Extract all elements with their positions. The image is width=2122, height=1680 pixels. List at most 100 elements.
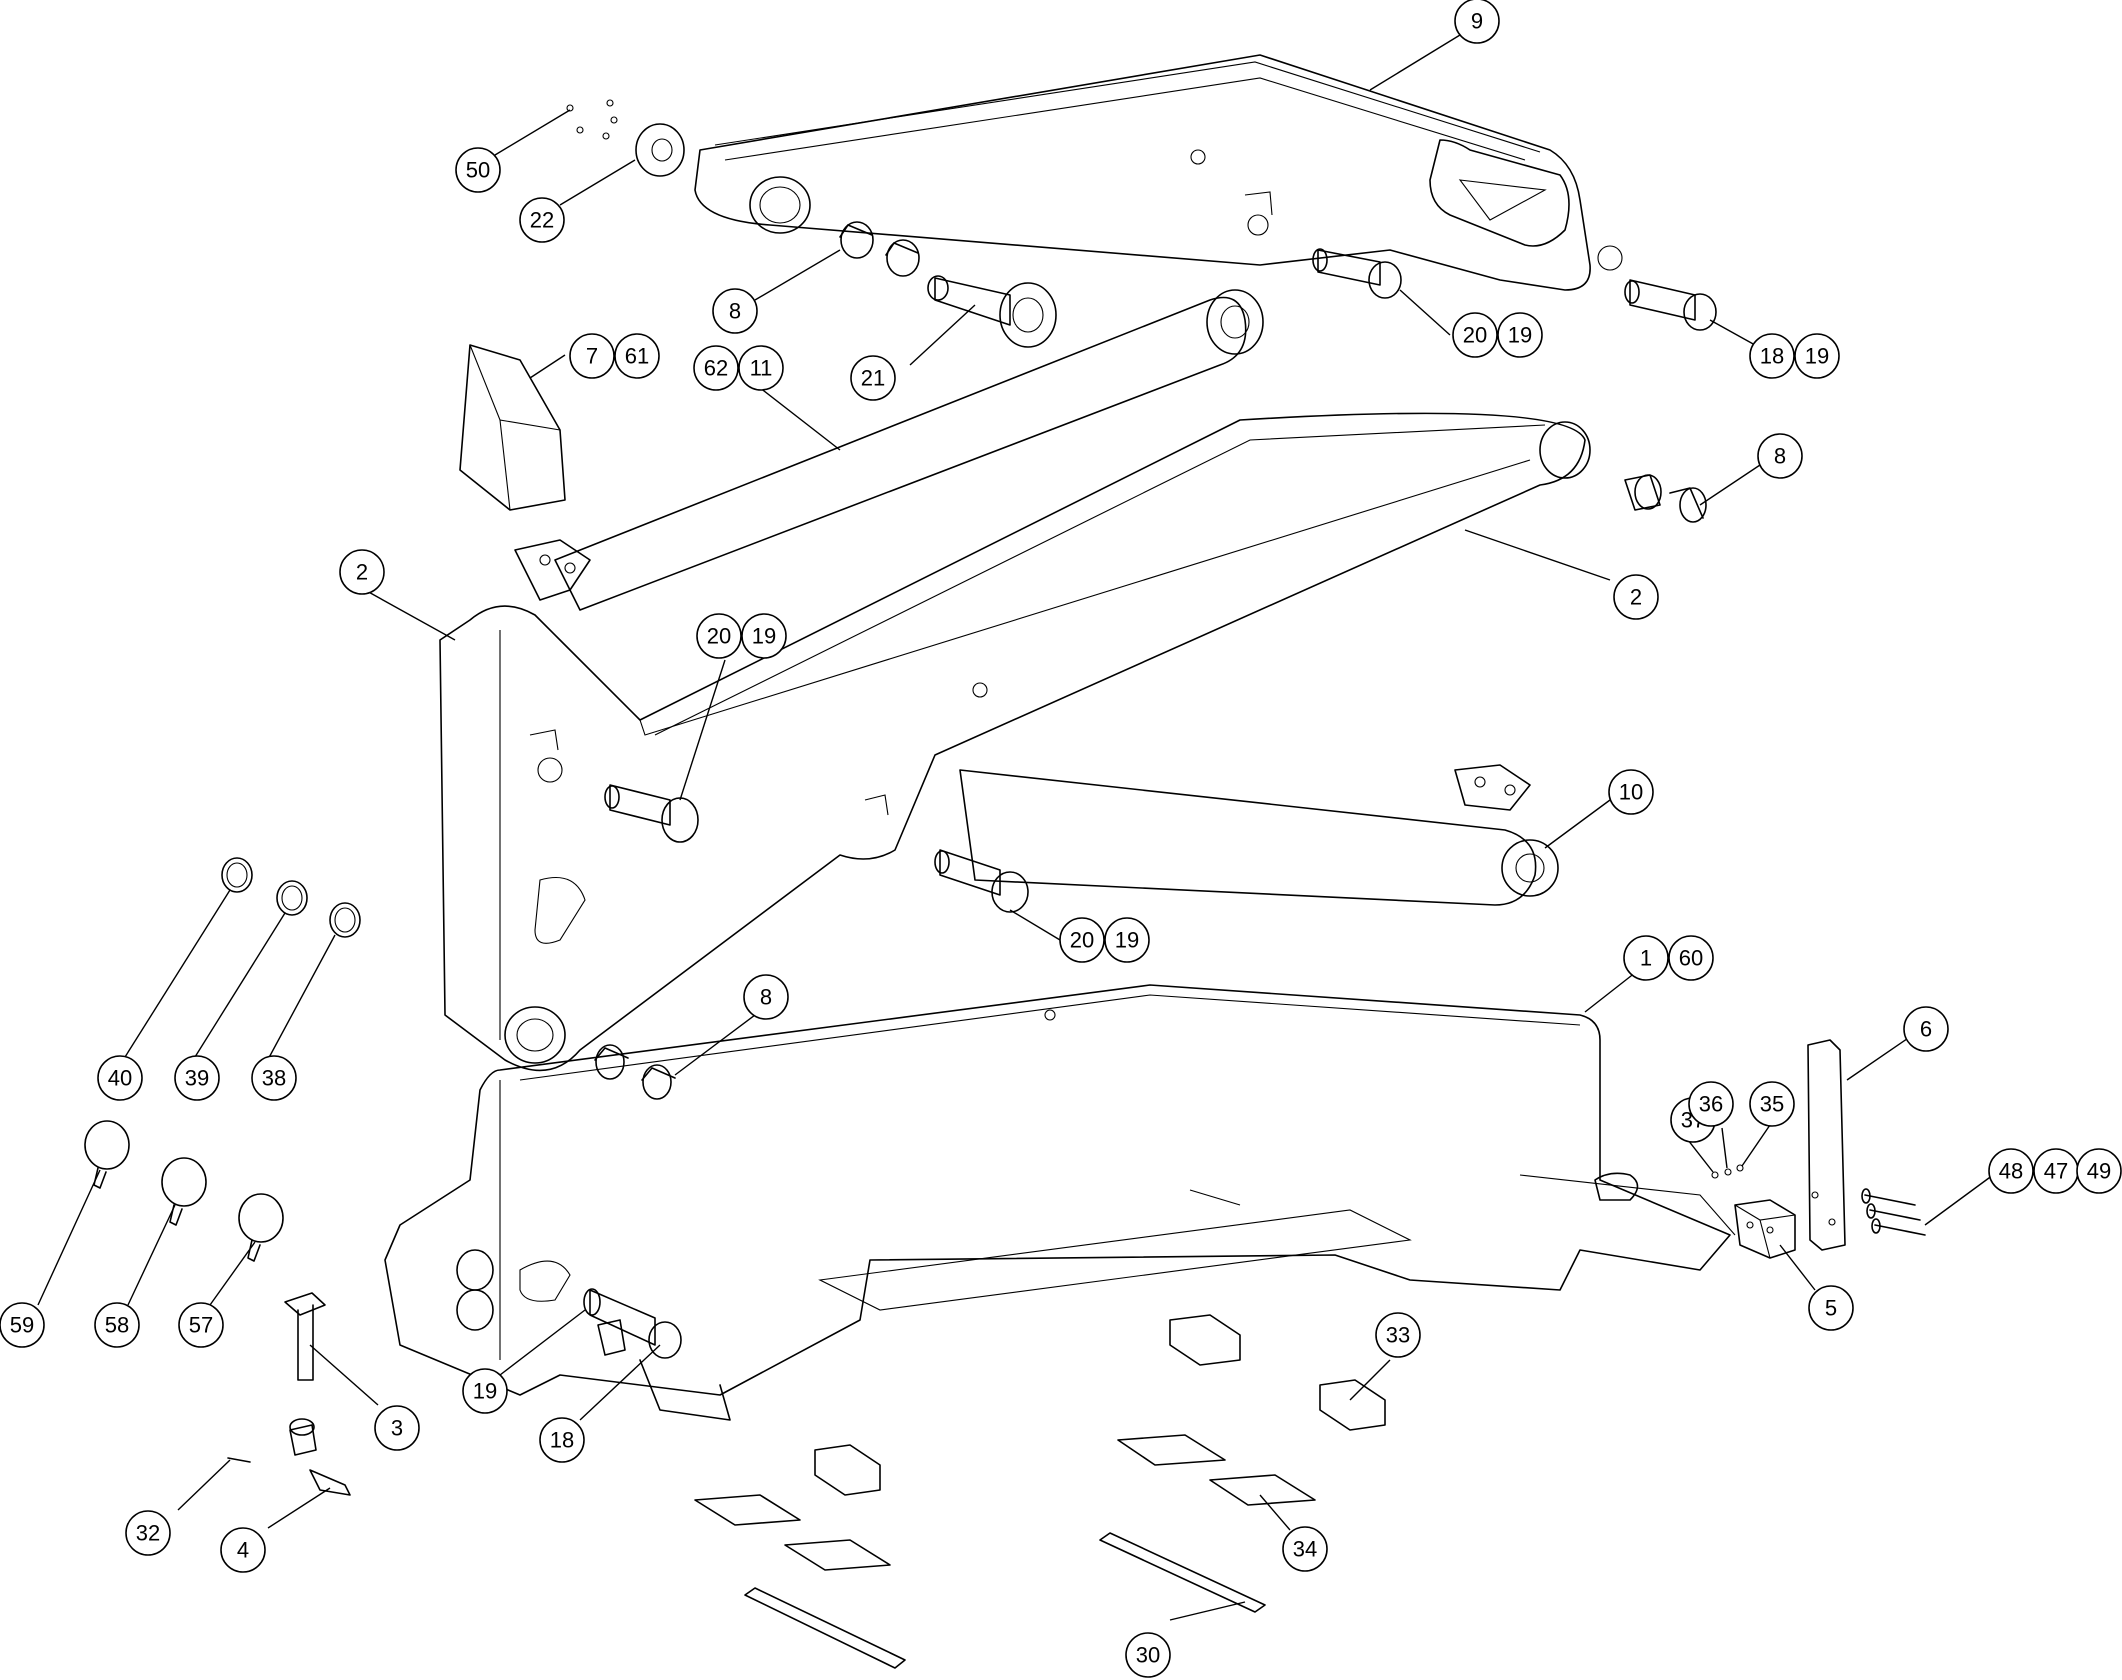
svg-text:57: 57 xyxy=(189,1313,213,1338)
svg-text:19: 19 xyxy=(752,624,776,649)
svg-text:8: 8 xyxy=(1774,444,1786,469)
svg-text:35: 35 xyxy=(1760,1092,1784,1117)
balloon-b19d: 19 xyxy=(1104,917,1150,963)
balloon-b61: 61 xyxy=(614,333,660,379)
part-pads-33 xyxy=(814,1314,1386,1496)
svg-text:5: 5 xyxy=(1825,1296,1837,1321)
part-pin-base xyxy=(583,1288,682,1359)
svg-text:2: 2 xyxy=(1630,585,1642,610)
balloon-b40: 40 xyxy=(97,1055,143,1101)
part-upper-cylinder xyxy=(514,289,1264,611)
balloon-b49: 49 xyxy=(2076,1148,2122,1194)
balloon-b48: 48 xyxy=(1988,1148,2034,1194)
svg-text:19: 19 xyxy=(1115,928,1139,953)
balloon-b7: 7 xyxy=(569,333,615,379)
svg-text:19: 19 xyxy=(1508,323,1532,348)
balloon-b3: 3 xyxy=(374,1405,420,1451)
balloon-b60: 60 xyxy=(1668,935,1714,981)
part-pin-21 xyxy=(927,275,1057,348)
part-pins-upper xyxy=(1312,248,1717,331)
svg-text:19: 19 xyxy=(473,1379,497,1404)
svg-text:38: 38 xyxy=(262,1066,286,1091)
balloon-b1: 1 xyxy=(1623,935,1669,981)
svg-text:34: 34 xyxy=(1293,1537,1317,1562)
svg-text:48: 48 xyxy=(1999,1159,2023,1184)
part-lower-cylinder xyxy=(959,764,1559,906)
svg-text:20: 20 xyxy=(1463,323,1487,348)
leader-lines xyxy=(37,34,1994,1621)
balloon-b20c: 20 xyxy=(1059,917,1105,963)
svg-text:32: 32 xyxy=(136,1521,160,1546)
balloon-b20a: 20 xyxy=(1452,312,1498,358)
balloon-b30: 30 xyxy=(1125,1632,1171,1678)
part-wear-plates xyxy=(694,1434,1316,1571)
part-strips xyxy=(744,1532,1266,1669)
balloon-b4: 4 xyxy=(220,1527,266,1573)
part-bolts xyxy=(1861,1188,1926,1236)
svg-text:7: 7 xyxy=(586,344,598,369)
balloon-b18a: 18 xyxy=(1749,333,1795,379)
part-bushings-lower xyxy=(594,1044,676,1100)
part-bushings-right xyxy=(1624,474,1707,523)
part-side-plate xyxy=(1807,1039,1846,1251)
svg-text:36: 36 xyxy=(1699,1092,1723,1117)
balloon-b2a: 2 xyxy=(339,549,385,595)
balloon-b8c: 8 xyxy=(743,974,789,1020)
part-screws-plate xyxy=(566,99,685,177)
svg-text:8: 8 xyxy=(760,985,772,1010)
balloon-b34: 34 xyxy=(1282,1526,1328,1572)
svg-text:59: 59 xyxy=(10,1313,34,1338)
balloon-b19b: 19 xyxy=(1794,333,1840,379)
svg-text:60: 60 xyxy=(1679,946,1703,971)
svg-text:11: 11 xyxy=(750,356,773,381)
part-cover xyxy=(459,344,566,511)
svg-text:50: 50 xyxy=(466,158,490,183)
svg-text:8: 8 xyxy=(729,299,741,324)
svg-text:49: 49 xyxy=(2087,1159,2111,1184)
svg-text:33: 33 xyxy=(1386,1323,1410,1348)
balloon-b19e: 19 xyxy=(462,1368,508,1414)
svg-text:10: 10 xyxy=(1619,780,1643,805)
balloon-b18b: 18 xyxy=(539,1417,585,1463)
balloon-b19a: 19 xyxy=(1497,312,1543,358)
part-base-frame xyxy=(384,984,1736,1421)
balloon-b19c: 19 xyxy=(741,613,787,659)
svg-text:18: 18 xyxy=(550,1428,574,1453)
balloon-b35: 35 xyxy=(1749,1081,1795,1127)
part-bushings-upper xyxy=(839,221,920,277)
part-main-boom xyxy=(439,412,1591,1072)
svg-text:4: 4 xyxy=(237,1538,249,1563)
svg-text:3: 3 xyxy=(391,1416,403,1441)
balloon-b9: 9 xyxy=(1454,0,1500,44)
balloon-b58: 58 xyxy=(94,1302,140,1348)
balloon-b36: 36 xyxy=(1688,1081,1734,1127)
balloon-b32: 32 xyxy=(125,1510,171,1556)
balloon-b6: 6 xyxy=(1903,1006,1949,1052)
svg-text:20: 20 xyxy=(1070,928,1094,953)
balloon-b2b: 2 xyxy=(1613,574,1659,620)
svg-text:1: 1 xyxy=(1640,946,1652,971)
balloon-b21: 21 xyxy=(850,355,896,401)
part-tag-rings xyxy=(84,1120,284,1262)
part-rings xyxy=(221,857,361,938)
part-small-fasteners xyxy=(1711,1164,1744,1179)
svg-text:30: 30 xyxy=(1136,1643,1160,1668)
balloon-b8b: 8 xyxy=(1757,433,1803,479)
balloon-b11: 11 xyxy=(738,345,784,391)
svg-text:47: 47 xyxy=(2044,1159,2068,1184)
balloon-b62: 62 xyxy=(693,345,739,391)
balloon-b10: 10 xyxy=(1608,769,1654,815)
balloon-b5: 5 xyxy=(1808,1285,1854,1331)
svg-text:18: 18 xyxy=(1760,344,1784,369)
svg-text:19: 19 xyxy=(1805,344,1829,369)
svg-text:62: 62 xyxy=(704,356,728,381)
balloon-b22: 22 xyxy=(519,197,565,243)
balloon-b20b: 20 xyxy=(696,613,742,659)
balloon-b33: 33 xyxy=(1375,1312,1421,1358)
balloon-b59: 59 xyxy=(0,1302,45,1348)
svg-text:21: 21 xyxy=(861,366,885,391)
balloon-b57: 57 xyxy=(178,1302,224,1348)
balloon-b47: 47 xyxy=(2033,1148,2079,1194)
